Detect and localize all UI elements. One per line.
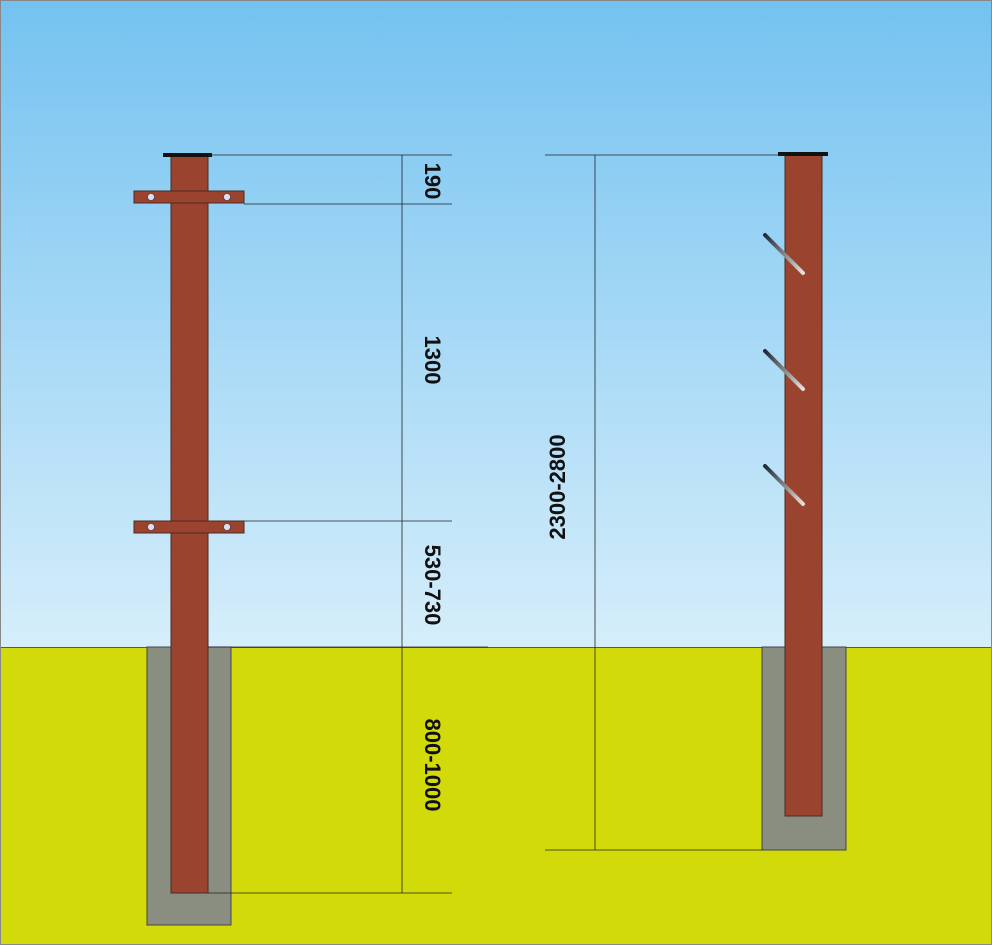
dimension-lines xyxy=(208,154,488,894)
post-cap xyxy=(778,152,828,156)
bracket-top xyxy=(133,190,245,204)
dimension-label-530-730: 530-730 xyxy=(420,545,445,626)
post xyxy=(784,154,823,817)
wire-hooks xyxy=(763,233,805,506)
dimension-label-2300-2800: 2300-2800 xyxy=(545,434,570,539)
post-cap xyxy=(163,153,212,157)
sky xyxy=(0,0,992,648)
dimension-lines xyxy=(545,154,785,851)
bracket-bottom xyxy=(133,520,245,534)
wire-hook xyxy=(763,349,805,391)
left-post: 190 1300 530-730 800-1000 xyxy=(133,153,488,926)
wire-hook xyxy=(763,233,805,275)
wire-hook xyxy=(763,464,805,506)
dimension-label-800-1000: 800-1000 xyxy=(420,719,445,812)
dimension-label-190: 190 xyxy=(420,163,445,200)
right-post: 2300-2800 xyxy=(545,152,847,851)
dimension-label-1300: 1300 xyxy=(420,336,445,385)
